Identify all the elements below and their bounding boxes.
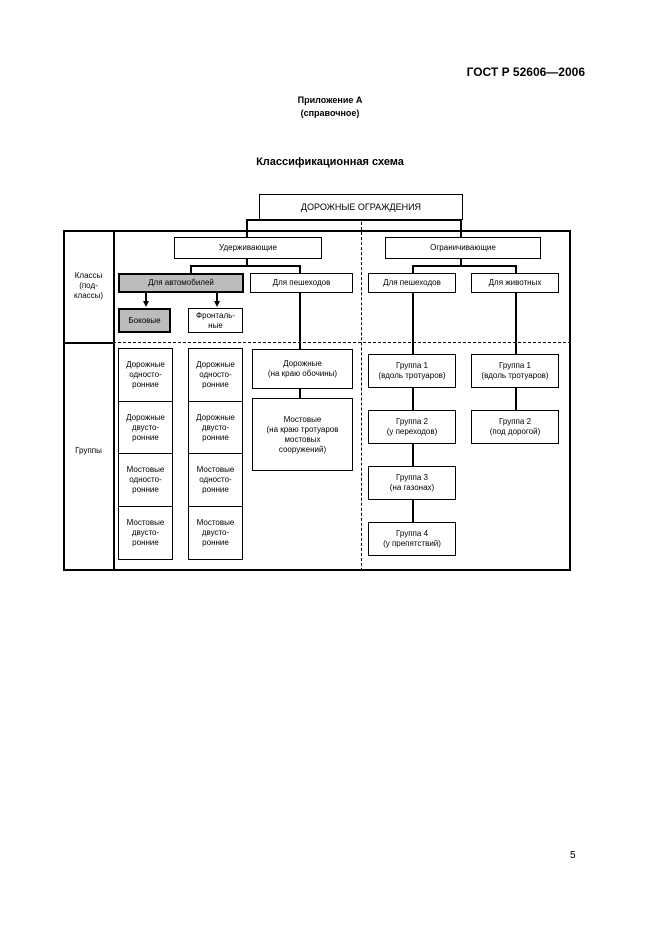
pedestrian-retaining-stem	[299, 293, 301, 349]
side-group-1: Дорожные односто- ронние	[118, 348, 173, 402]
pedestrian-retaining-link	[299, 389, 301, 398]
side-group-2: Дорожные двусто- ронние	[118, 401, 173, 454]
animals-group-1: Группа 1 (вдоль тротуаров)	[471, 354, 559, 388]
side-group-4: Мостовые двусто- ронние	[118, 506, 173, 560]
appendix-label: Приложение А	[297, 95, 363, 105]
frontal-group-2: Дорожные двусто- ронние	[188, 401, 243, 454]
row-label-divider	[113, 230, 115, 571]
pedestrian-restricting-link-2	[412, 444, 414, 466]
pedestrian-restricting-group-3: Группа 3 (на газонах)	[368, 466, 456, 500]
branch-separator	[361, 222, 362, 571]
frontal-box: Фронталь- ные	[188, 308, 243, 333]
frontal-group-1: Дорожные односто- ронние	[188, 348, 243, 402]
appendix-type: (справочное)	[300, 108, 360, 118]
restricting-box: Ограничивающие	[385, 237, 541, 259]
vehicles-arrow-right	[214, 301, 220, 307]
pedestrians-restricting-box: Для пешеходов	[368, 273, 456, 293]
root-box: ДОРОЖНЫЕ ОГРАЖДЕНИЯ	[259, 194, 463, 220]
side-box: Боковые	[118, 308, 171, 333]
pedestrian-restricting-link-3	[412, 500, 414, 522]
restricting-drop-animals	[515, 265, 517, 273]
animals-stem	[515, 293, 517, 354]
label-row-divider	[63, 342, 114, 344]
vehicles-arrow-stem-right	[216, 293, 218, 302]
animals-box: Для животных	[471, 273, 559, 293]
standard-number: ГОСТ Р 52606—2006	[466, 65, 585, 79]
restricting-stem	[460, 259, 462, 266]
pedestrian-restricting-link-1	[412, 388, 414, 410]
pedestrian-restricting-stem	[412, 293, 414, 354]
retaining-drop-vehicles	[190, 265, 192, 273]
pedestrians-retaining-box: Для пешеходов	[250, 273, 353, 293]
retaining-stem	[246, 259, 248, 266]
scheme-title: Классификационная схема	[256, 156, 404, 168]
restricting-drop-pedestrians	[412, 265, 414, 273]
pedestrian-restricting-group-4: Группа 4 (у препятствий)	[368, 522, 456, 556]
retaining-bar	[190, 265, 300, 267]
appendix-heading: Приложение А (справочное)	[230, 94, 430, 120]
animals-link-1	[515, 388, 517, 410]
page-number: 5	[570, 850, 576, 861]
restricting-bar	[412, 265, 516, 267]
row-label-groups: Группы	[75, 446, 102, 455]
frontal-group-3: Мостовые односто- ронние	[188, 453, 243, 507]
pedestrian-retaining-group-2: Мостовые (на краю тротуаров мостовых соо…	[252, 398, 353, 471]
retaining-box: Удерживающие	[174, 237, 322, 259]
root-connector-left	[246, 220, 248, 238]
frame-left	[63, 230, 65, 571]
pedestrian-retaining-group-1: Дорожные (на краю обочины)	[252, 349, 353, 389]
frame-right	[569, 230, 571, 571]
retaining-drop-pedestrians	[299, 265, 301, 273]
pedestrian-restricting-group-1: Группа 1 (вдоль тротуаров)	[368, 354, 456, 388]
vehicles-arrow-left	[143, 301, 149, 307]
row-label-classes: Классы (под- классы)	[73, 271, 104, 300]
root-connector-right	[460, 220, 462, 238]
frontal-group-4: Мостовые двусто- ронние	[188, 506, 243, 560]
root-connector-bar	[246, 219, 461, 221]
side-group-3: Мостовые односто- ронние	[118, 453, 173, 507]
vehicles-arrow-stem-left	[145, 293, 147, 302]
animals-group-2: Группа 2 (под дорогой)	[471, 410, 559, 444]
frame-top	[63, 230, 571, 232]
class-group-separator	[113, 342, 571, 343]
pedestrian-restricting-group-2: Группа 2 (у переходов)	[368, 410, 456, 444]
vehicles-box: Для автомобилей	[118, 273, 244, 293]
frame-bottom	[63, 569, 571, 571]
